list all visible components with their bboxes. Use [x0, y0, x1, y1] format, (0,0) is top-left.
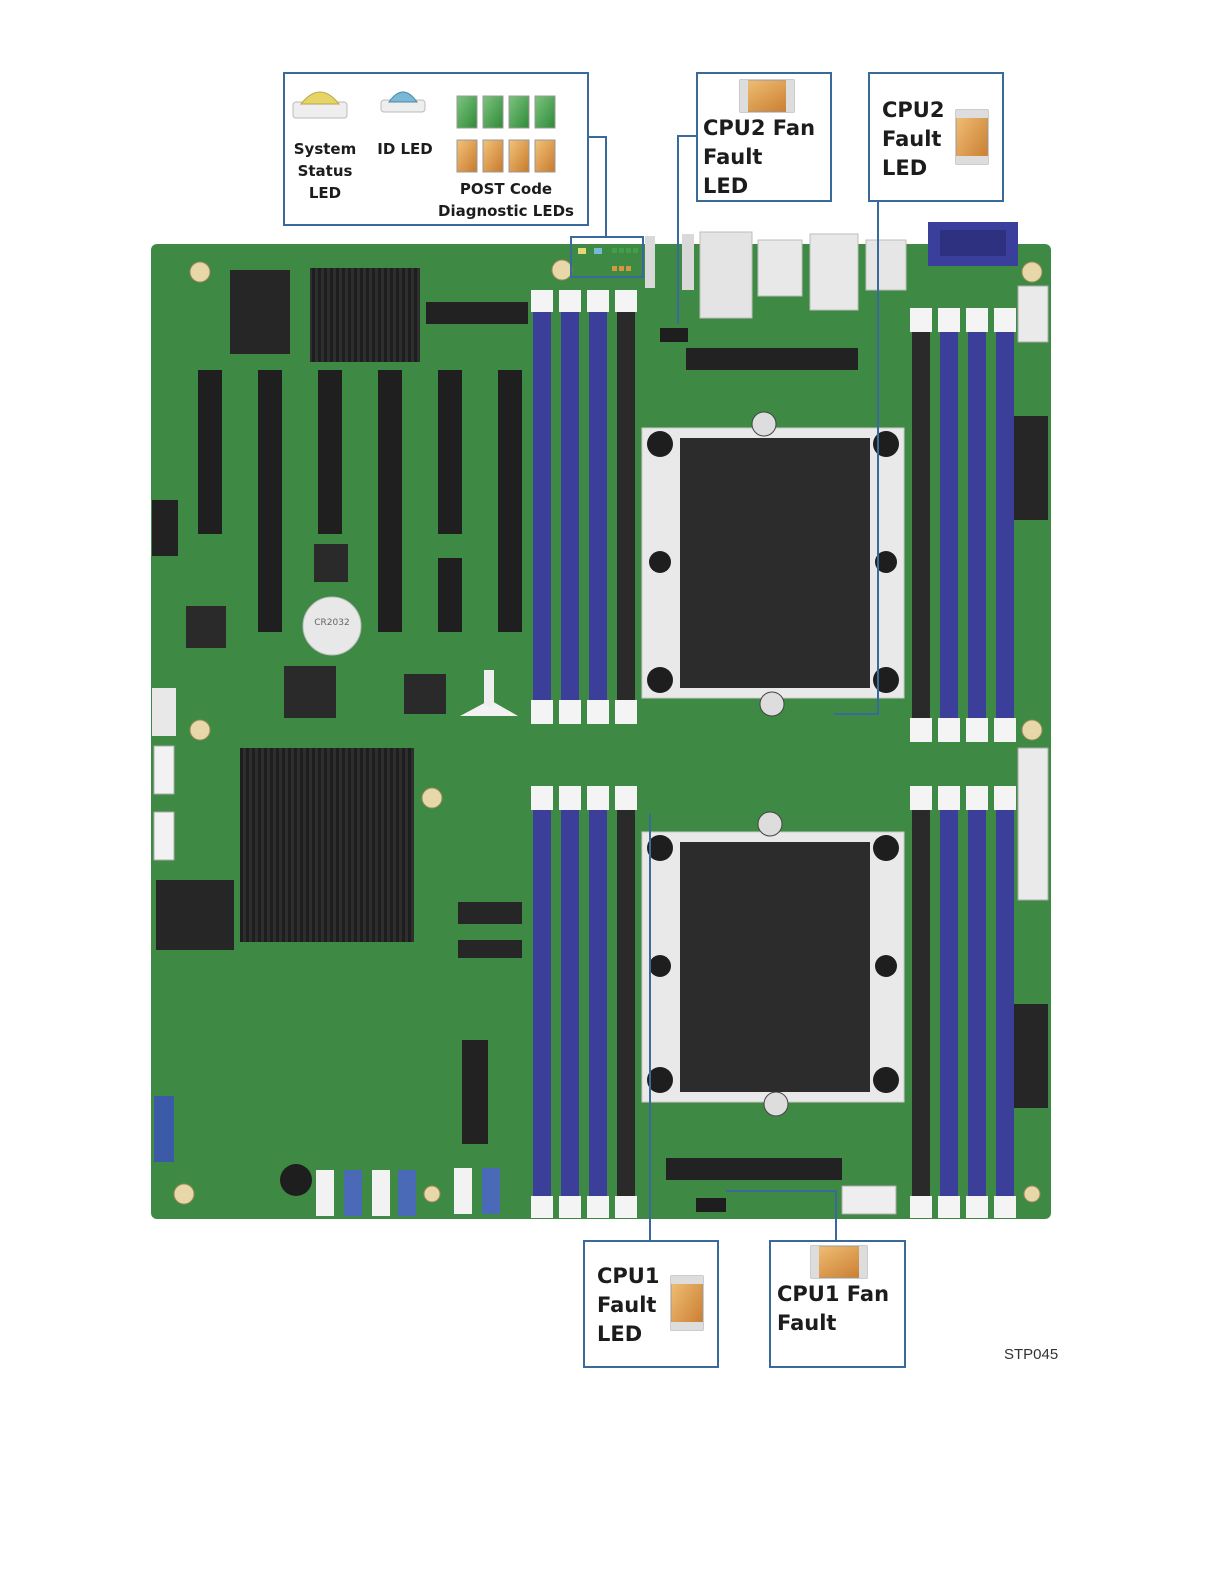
post-code-leds-label: POST Code Diagnostic LEDs — [431, 178, 581, 222]
cpu2-fan-fault-led-label: CPU2 Fan Fault LED — [703, 114, 831, 201]
post-code-amber-leds-icon — [457, 140, 555, 172]
post-code-green-leds-icon — [457, 96, 555, 128]
cpu1-socket — [642, 812, 904, 1116]
cpu2-fan-fault-led-callout: CPU2 Fan Fault LED — [696, 72, 832, 202]
cpu2-fault-led-callout: CPU2 Fault LED — [868, 72, 1004, 202]
id-led-label: ID LED — [373, 138, 437, 160]
system-status-led-label: System Status LED — [289, 138, 361, 204]
led-legend-callout: System Status LED ID LED POST Code Diagn… — [283, 72, 589, 226]
amber-led-icon — [870, 74, 1006, 204]
amber-led-icon — [585, 1242, 721, 1370]
cpu2-socket — [642, 412, 904, 716]
pch-heatsink — [240, 748, 414, 942]
battery-label: CR2032 — [314, 618, 349, 628]
figure-id: STP045 — [1004, 1346, 1058, 1363]
cpu1-fault-led-callout: CPU1 Fault LED — [583, 1240, 719, 1368]
amber-led-icon — [771, 1242, 908, 1282]
cpu1-fan-fault-callout: CPU1 Fan Fault — [769, 1240, 906, 1368]
id-led-icon — [381, 92, 425, 112]
cpu1-fan-fault-label: CPU1 Fan Fault — [777, 1280, 905, 1338]
amber-led-icon — [698, 74, 834, 114]
system-status-led-icon — [293, 92, 347, 118]
